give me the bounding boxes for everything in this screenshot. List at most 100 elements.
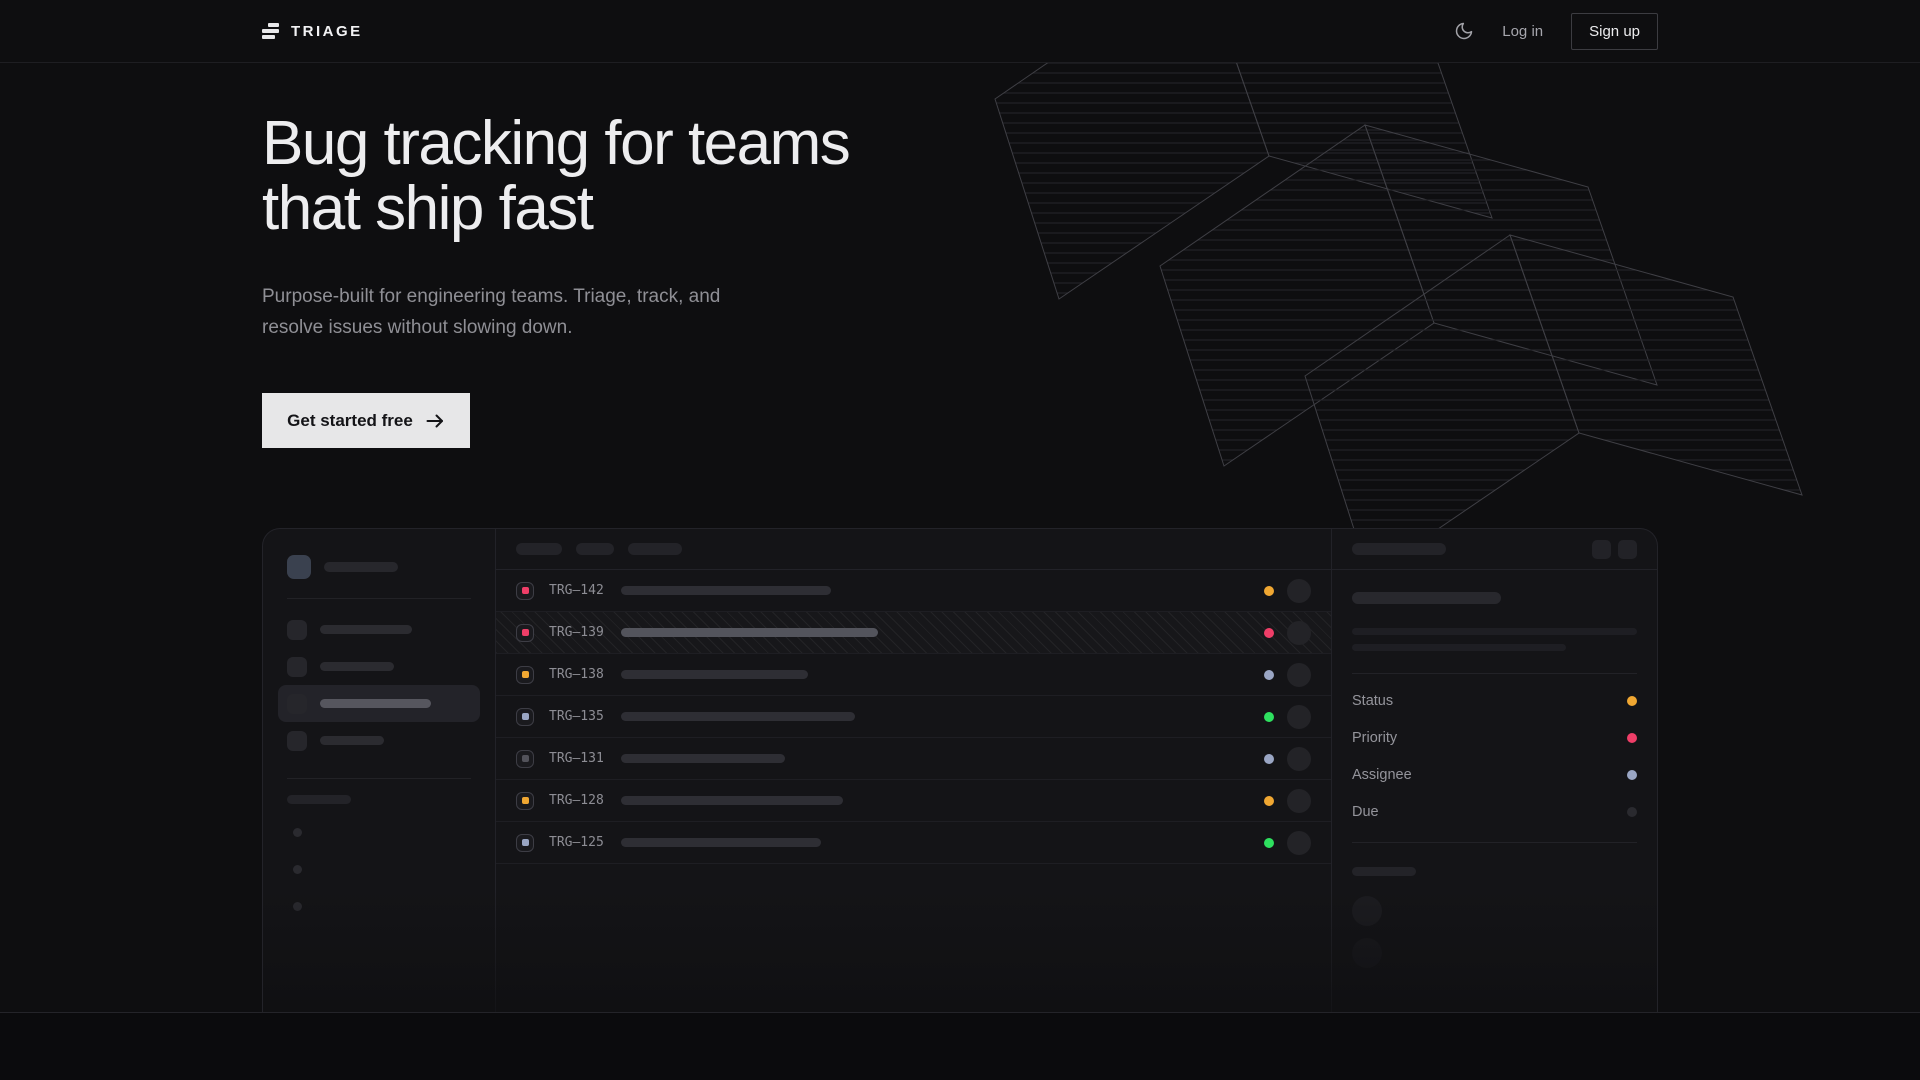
assignee-avatar bbox=[1287, 830, 1311, 855]
detail-field-label: Assignee bbox=[1352, 766, 1412, 783]
brand[interactable]: TRIAGE bbox=[262, 23, 363, 40]
sidebar-divider bbox=[287, 598, 471, 599]
get-started-label: Get started free bbox=[287, 410, 413, 430]
detail-field-label: Priority bbox=[1352, 729, 1398, 746]
moon-icon bbox=[1456, 22, 1473, 40]
filter-tab-skeleton bbox=[628, 543, 682, 555]
issue-type-icon bbox=[516, 581, 534, 600]
detail-fields: Status Priority Assignee Due bbox=[1352, 682, 1637, 830]
detail-field-value-dot bbox=[1627, 806, 1637, 817]
sidebar-nav-item bbox=[278, 611, 480, 648]
issue-title-skeleton bbox=[621, 670, 808, 679]
footer bbox=[0, 1012, 1920, 1080]
sidebar-item-icon bbox=[287, 730, 307, 751]
issue-list-panel: TRG–142 TRG–139 TRG–138 TRG–135 TRG–131 bbox=[495, 529, 1332, 1048]
issue-id: TRG–142 bbox=[549, 583, 604, 598]
theme-toggle-button[interactable] bbox=[1454, 21, 1474, 41]
detail-field-label: Status bbox=[1352, 692, 1394, 709]
issue-type-icon bbox=[516, 707, 534, 726]
detail-action-button[interactable] bbox=[1592, 539, 1611, 559]
assignee-avatar bbox=[1287, 704, 1311, 729]
app-preview-card: TRG–142 TRG–139 TRG–138 TRG–135 TRG–131 bbox=[262, 528, 1658, 1048]
issue-title-skeleton bbox=[621, 796, 843, 805]
issue-title-skeleton bbox=[621, 712, 855, 721]
detail-field-value-dot bbox=[1627, 732, 1637, 743]
issue-id: TRG–139 bbox=[549, 625, 604, 640]
get-started-button[interactable]: Get started free bbox=[262, 393, 470, 448]
assignee-avatar bbox=[1287, 578, 1311, 603]
issue-row[interactable]: TRG–125 bbox=[496, 822, 1331, 864]
sidebar-bullet bbox=[293, 865, 302, 874]
arrow-right-icon bbox=[426, 414, 443, 427]
sidebar-section-skeleton bbox=[287, 795, 351, 804]
status-dot bbox=[1264, 627, 1274, 638]
assignee-avatar bbox=[1287, 746, 1311, 771]
issue-title-skeleton bbox=[621, 628, 878, 637]
detail-field-label: Due bbox=[1352, 803, 1379, 820]
detail-field-row: Assignee bbox=[1352, 756, 1637, 793]
signup-button[interactable]: Sign up bbox=[1571, 12, 1658, 50]
detail-action-button[interactable] bbox=[1618, 539, 1637, 559]
detail-field-value-dot bbox=[1627, 769, 1637, 780]
sidebar-nav-item bbox=[278, 648, 480, 685]
sidebar-item-icon bbox=[287, 656, 307, 677]
detail-header bbox=[1332, 529, 1657, 570]
top-nav: TRIAGE Log in Sign up bbox=[0, 0, 1920, 63]
sidebar-nav-item bbox=[278, 722, 480, 759]
detail-divider bbox=[1352, 842, 1637, 843]
issue-id: TRG–135 bbox=[549, 709, 604, 724]
issue-type-icon bbox=[516, 665, 534, 684]
comment-avatar-skeleton bbox=[1352, 896, 1382, 926]
comment-avatar-skeleton bbox=[1352, 938, 1382, 968]
detail-field-row: Priority bbox=[1352, 719, 1637, 756]
detail-section-skeleton bbox=[1352, 867, 1416, 876]
status-dot bbox=[1264, 795, 1274, 806]
issue-row[interactable]: TRG–131 bbox=[496, 738, 1331, 780]
triage-logo-icon bbox=[262, 23, 279, 39]
sidebar-item-skeleton bbox=[320, 662, 394, 671]
hero-subtitle: Purpose-built for engineering teams. Tri… bbox=[262, 286, 721, 338]
sidebar-item-icon bbox=[287, 693, 307, 714]
detail-field-row: Due bbox=[1352, 793, 1637, 830]
detail-field-row: Status bbox=[1352, 682, 1637, 719]
issue-row[interactable]: TRG–135 bbox=[496, 696, 1331, 738]
issue-type-icon bbox=[516, 833, 534, 852]
issue-row[interactable]: TRG–142 bbox=[496, 570, 1331, 612]
issue-type-icon bbox=[516, 623, 534, 642]
sidebar-item-skeleton bbox=[320, 625, 412, 634]
status-dot bbox=[1264, 837, 1274, 848]
issue-type-icon bbox=[516, 791, 534, 810]
assignee-avatar bbox=[1287, 662, 1311, 687]
issue-id: TRG–131 bbox=[549, 751, 604, 766]
brand-name: TRIAGE bbox=[291, 22, 363, 40]
detail-heading-skeleton bbox=[1352, 592, 1501, 604]
issue-row[interactable]: TRG–138 bbox=[496, 654, 1331, 696]
assignee-avatar bbox=[1287, 620, 1311, 645]
filter-tab-skeleton bbox=[516, 543, 562, 555]
workspace-avatar bbox=[287, 555, 311, 579]
sidebar-bullet bbox=[293, 828, 302, 837]
hero-heading: Bug tracking for teams that ship fast bbox=[262, 111, 1658, 241]
issue-type-icon bbox=[516, 749, 534, 768]
status-dot bbox=[1264, 585, 1274, 596]
issue-rows: TRG–142 TRG–139 TRG–138 TRG–135 TRG–131 bbox=[496, 570, 1331, 864]
filter-tab-skeleton bbox=[576, 543, 614, 555]
hero-heading-line1: Bug tracking for teams bbox=[262, 109, 851, 178]
sidebar-item-icon bbox=[287, 619, 307, 640]
issue-detail-panel: Status Priority Assignee Due bbox=[1332, 529, 1657, 1048]
status-dot bbox=[1264, 669, 1274, 680]
login-link[interactable]: Log in bbox=[1502, 22, 1544, 40]
detail-title-skeleton bbox=[1352, 543, 1446, 555]
issue-title-skeleton bbox=[621, 754, 785, 763]
issue-id: TRG–138 bbox=[549, 667, 604, 682]
workspace-switcher bbox=[287, 555, 471, 579]
sidebar-item-skeleton bbox=[320, 736, 384, 745]
detail-text-skeleton bbox=[1352, 644, 1566, 651]
issue-id: TRG–128 bbox=[549, 793, 604, 808]
issue-row[interactable]: TRG–128 bbox=[496, 780, 1331, 822]
sidebar-bullet bbox=[293, 902, 302, 911]
issue-title-skeleton bbox=[621, 838, 821, 847]
issue-row[interactable]: TRG–139 bbox=[496, 612, 1331, 654]
issue-id: TRG–125 bbox=[549, 835, 604, 850]
hero-heading-line2: that ship fast bbox=[262, 174, 594, 243]
